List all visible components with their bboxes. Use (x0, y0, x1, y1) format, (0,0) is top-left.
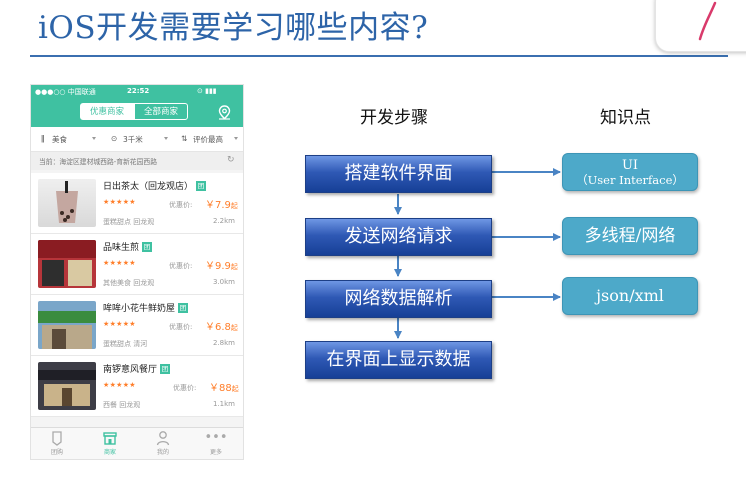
price-label: 优惠价: (169, 262, 193, 270)
more-dots-icon: ••• (204, 430, 228, 445)
category-area: 蛋糕甜点 清河 (103, 340, 148, 348)
knowledge-ui: UI （User Interface） (562, 153, 698, 191)
nav-bar: 优惠商家 全部商家 (31, 98, 243, 127)
step-display-data: 在界面上显示数据 (305, 341, 492, 379)
distance: 1.1km (212, 400, 235, 408)
current-address-bar: 当前：海淀区建材城西路-育新花园西路 ↻ (31, 152, 243, 170)
distance: 2.8km (212, 339, 235, 347)
group-buy-badge: 团 (160, 364, 171, 374)
chevron-down-icon (234, 137, 238, 140)
tab-group-buy[interactable]: 团购 (37, 430, 77, 456)
restaurant-photo (38, 179, 96, 227)
rating-stars: ★★★★★ (103, 381, 136, 389)
tab-profile[interactable]: 我的 (143, 430, 183, 456)
step-build-ui: 搭建软件界面 (305, 155, 492, 193)
user-icon (143, 430, 183, 447)
restaurant-photo (38, 301, 96, 349)
cutlery-icon: ǁ (41, 134, 45, 143)
rating-stars: ★★★★★ (103, 320, 136, 328)
knowledge-json-xml: json/xml (562, 277, 698, 315)
restaurant-name: 品味生煎团 (103, 242, 153, 253)
price: ￥9.9起 (205, 261, 238, 272)
category-area: 其他美食 回龙观 (103, 279, 155, 287)
carrier-label: ●●●○○ 中国联通 (35, 88, 96, 96)
segment-preferred-merchants[interactable]: 优惠商家 (80, 103, 134, 120)
current-address: 当前：海淀区建材城西路-育新花园西路 (39, 158, 157, 166)
list-item[interactable]: 南锣意风餐厅团 ★★★★★ 优惠价: ￥88起 西餐 回龙观 1.1km (31, 356, 243, 417)
ios7-logo (655, 0, 746, 52)
rating-stars: ★★★★★ (103, 198, 136, 206)
step-parse-data: 网络数据解析 (305, 280, 492, 318)
restaurant-name: 南锣意风餐厅团 (103, 364, 171, 375)
list-item[interactable]: 日出茶太（回龙观店）团 ★★★★★ 优惠价: ￥7.9起 蛋糕甜点 回龙观 2.… (31, 173, 243, 234)
tab-bar: 团购 商家 我的 ••• 更多 (31, 427, 243, 459)
chevron-down-icon (92, 137, 96, 140)
list-item[interactable]: 哞哞小花牛鲜奶屋团 ★★★★★ 优惠价: ￥6.8起 蛋糕甜点 清河 2.8km (31, 295, 243, 356)
restaurant-name: 哞哞小花牛鲜奶屋团 (103, 303, 189, 314)
group-buy-badge: 团 (142, 242, 153, 252)
refresh-icon[interactable]: ↻ (227, 155, 235, 165)
price-label: 优惠价: (173, 384, 197, 392)
list-item[interactable]: 品味生煎团 ★★★★★ 优惠价: ￥9.9起 其他美食 回龙观 3.0km (31, 234, 243, 295)
rating-stars: ★★★★★ (103, 259, 136, 267)
shop-icon (90, 430, 130, 447)
slide-title: iOS开发需要学习哪些内容? (38, 10, 429, 46)
filter-bar: ǁ 美食 ⊙ 3千米 ⇅ 评价最高 (31, 127, 243, 152)
segment-all-merchants[interactable]: 全部商家 (134, 103, 188, 120)
filter-category[interactable]: 美食 (52, 135, 67, 144)
distance: 3.0km (212, 278, 235, 286)
location-icon: ⊙ (111, 134, 118, 143)
distance: 2.2km (212, 217, 235, 225)
restaurant-photo (38, 240, 96, 288)
battery-icon: ⊙ ▮▮▮ (197, 87, 217, 95)
restaurant-name: 日出茶太（回龙观店）团 (103, 181, 207, 192)
group-buy-badge: 团 (196, 181, 207, 191)
filter-sort[interactable]: 评价最高 (193, 135, 223, 144)
step-send-request: 发送网络请求 (305, 218, 492, 256)
price-label: 优惠价: (169, 201, 193, 209)
chevron-down-icon (164, 137, 168, 140)
phone-screenshot: ●●●○○ 中国联通 22:52 ⊙ ▮▮▮ 优惠商家 全部商家 ǁ 美食 ⊙ … (30, 84, 244, 460)
price: ￥6.8起 (205, 322, 238, 333)
restaurant-photo (38, 362, 96, 410)
knowledge-ui-line1: UI (621, 158, 639, 173)
category-area: 西餐 回龙观 (103, 401, 141, 409)
sort-icon: ⇅ (181, 134, 188, 143)
filter-distance[interactable]: 3千米 (123, 135, 143, 144)
knowledge-ui-line2: （User Interface） (576, 173, 684, 187)
category-area: 蛋糕甜点 回龙观 (103, 218, 155, 226)
status-bar: ●●●○○ 中国联通 22:52 ⊙ ▮▮▮ (31, 85, 243, 98)
knowledge-multithread-network: 多线程/网络 (562, 217, 698, 255)
tab-merchants[interactable]: 商家 (90, 430, 130, 456)
title-underline (30, 55, 728, 57)
group-buy-badge: 团 (178, 303, 189, 313)
tag-icon (37, 430, 77, 447)
price: ￥7.9起 (205, 200, 238, 211)
price-label: 优惠价: (169, 323, 193, 331)
tab-more[interactable]: ••• 更多 (196, 430, 236, 456)
header-dev-steps: 开发步骤 (360, 108, 428, 128)
price: ￥88起 (209, 383, 239, 394)
header-knowledge: 知识点 (600, 108, 651, 128)
map-pin-icon[interactable] (217, 105, 232, 124)
status-time: 22:52 (127, 87, 150, 95)
